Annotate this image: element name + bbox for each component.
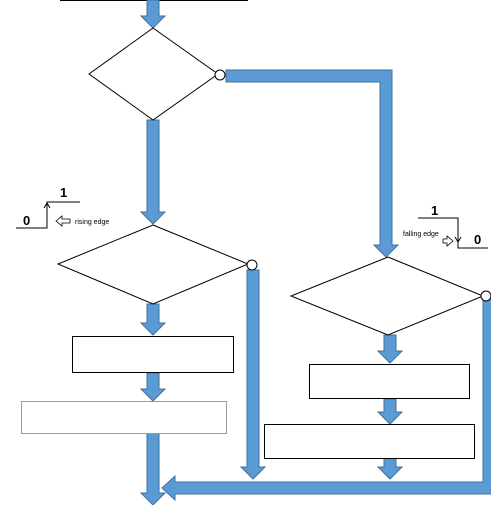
arrow-decision-2-branch-down (239, 269, 267, 480)
decision-2[interactable] (56, 224, 250, 305)
process-box-1[interactable] (72, 336, 234, 373)
arrow-decision-3-to-box-3 (376, 334, 404, 364)
falling-edge-arrowhead (454, 236, 462, 243)
arrow-decision-1-to-decision-3 (225, 69, 400, 258)
process-box-2[interactable] (21, 401, 227, 434)
process-box-4[interactable] (264, 424, 475, 459)
falling-edge-legend: 1 0 falling edge (403, 203, 488, 249)
falling-edge-waveform (418, 217, 488, 249)
falling-edge-low-label: 0 (474, 232, 481, 247)
rising-edge-pointer-icon (55, 215, 71, 227)
decision-2-branch-dot (246, 259, 258, 271)
falling-edge-pointer-icon (442, 235, 454, 247)
arrow-box-2-to-exit (139, 432, 167, 505)
rising-edge-arrowhead (43, 202, 51, 209)
rising-edge-high-label: 1 (60, 185, 67, 200)
decision-3-branch-dot (480, 290, 491, 302)
arrow-box-4-to-merge (376, 457, 404, 480)
arrow-top-to-decision-1 (139, 0, 167, 29)
arrow-box-1-to-box-2 (139, 372, 167, 402)
decision-1[interactable] (88, 27, 219, 121)
rising-edge-legend: 1 0 rising edge (16, 185, 109, 229)
rising-edge-low-label: 0 (23, 213, 30, 228)
arrow-box-3-to-box-4 (376, 398, 404, 425)
arrow-decision-1-to-decision-2 (139, 119, 167, 225)
rising-edge-waveform (16, 201, 80, 229)
process-box-3[interactable] (309, 364, 470, 399)
falling-edge-high-label: 1 (431, 203, 438, 218)
decision-3[interactable] (289, 256, 485, 336)
decision-1-branch-dot (214, 69, 226, 81)
arrow-decision-2-to-box-1 (139, 303, 167, 336)
falling-edge-text: falling edge (403, 231, 439, 238)
flow-connectors (139, 0, 491, 505)
arrow-decision-3-branch-return (161, 297, 491, 502)
rising-edge-text: rising edge (75, 219, 109, 226)
